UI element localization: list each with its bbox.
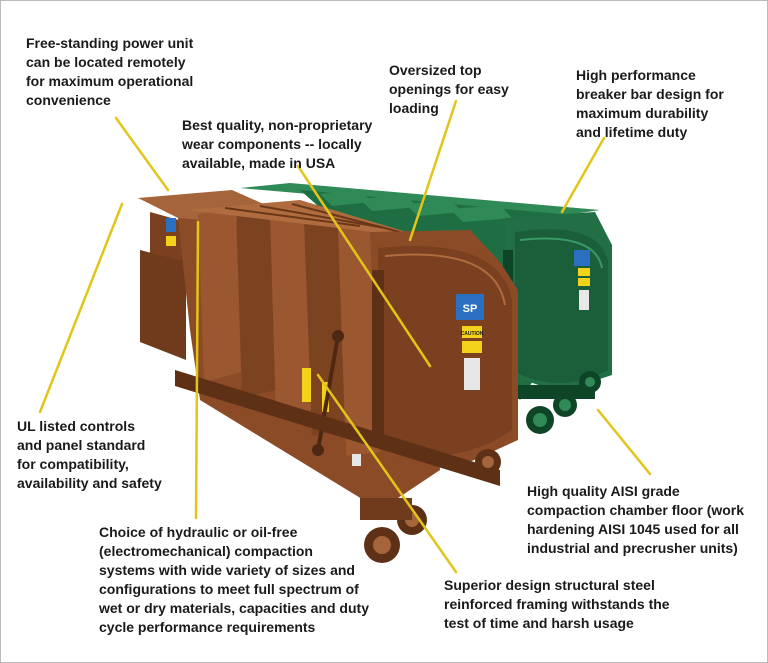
leader-compaction-systems [194,220,200,520]
leader-power-unit [114,116,170,192]
brown-rib [338,226,382,456]
green-rib [320,190,372,206]
brown-power-unit [140,250,186,360]
warning-label-text: CAUTION [461,331,484,337]
leader-ul-controls [38,202,124,414]
callout-power-unit: Free-standing power unit can be located … [26,35,194,108]
side-label [166,218,176,232]
green-info-label [574,250,590,266]
green-rib [450,205,512,222]
green-roof [240,183,600,216]
callout-top-openings: Oversized top openings for easy loading [389,62,509,116]
brown-rib [304,218,346,436]
brand-label-text: SP [463,303,478,315]
leader-wear-components [296,164,432,368]
callout-chamber-floor: High quality AISI grade compaction chamb… [527,483,745,556]
leader-structural-frame [316,373,458,574]
callout-wear-components: Best quality, non-proprietary wear compo… [182,117,373,171]
callout-structural-frame: Superior design structural steel reinfor… [444,577,670,631]
green-rib [360,195,418,211]
leader-breaker-bar [560,136,606,214]
leader-lines [38,99,652,574]
green-warning-label [578,268,590,276]
leader-top-openings [408,99,458,242]
leader-chamber-floor [596,408,652,476]
brown-warning-label [462,326,482,338]
brown-rib [270,212,312,418]
callout-breaker-bar: High performance breaker bar design for … [576,67,724,140]
green-front-curve [515,229,608,384]
brown-base-rail [175,370,500,486]
brown-rib [236,208,276,398]
brown-rib [198,210,242,382]
callout-ul-controls: UL listed controls and panel standard fo… [17,418,162,491]
brown-info-label [456,294,484,320]
green-rail [505,385,595,399]
brown-compactor: SP CAUTION [138,190,518,563]
callout-compaction-systems: Choice of hydraulic or oil-free (electro… [99,524,369,635]
brown-hopper [138,190,268,222]
brown-bracket [372,270,384,445]
brown-hitch [360,498,412,520]
